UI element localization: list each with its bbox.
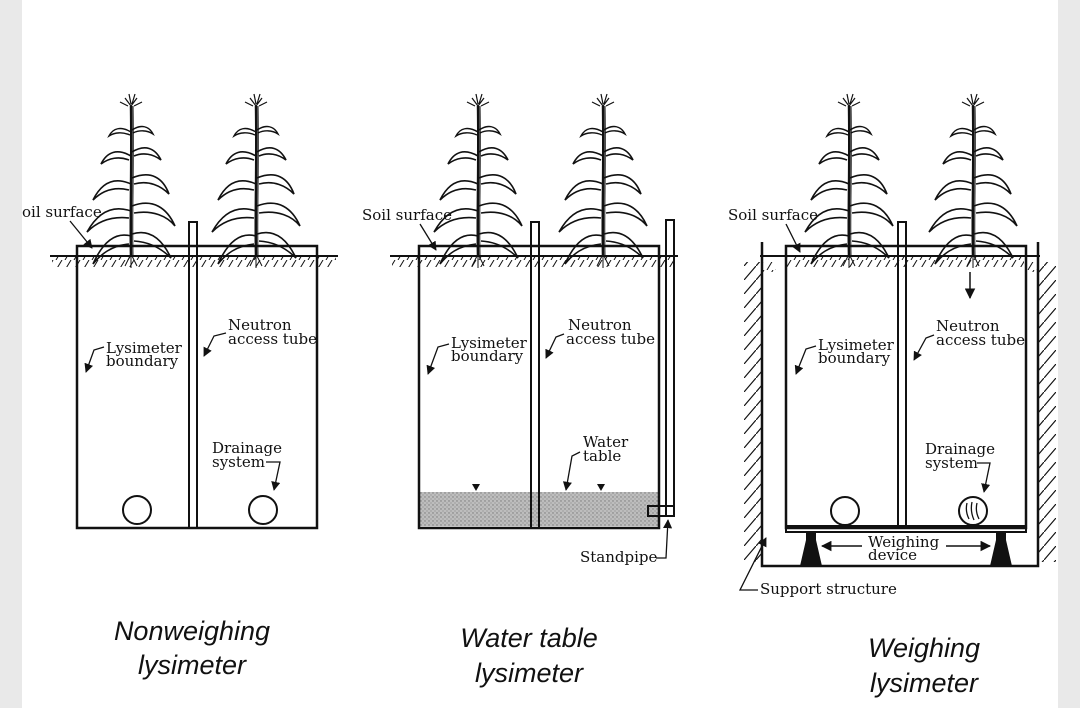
drainage-label-line1: Drainage [925,440,995,458]
lysimeter-boundary-label-line1: Lysimeter [451,334,528,352]
drainage-label-line2: system [925,454,978,472]
water-table-caption-line1: Water table [460,623,598,653]
soil-surface-label: Soil surface [728,206,818,224]
standpipe-label: Standpipe [580,548,658,566]
neutron-tube-label-line2: access tube [228,330,317,348]
lysimeter-boundary-label-line2: boundary [818,349,891,367]
drainage-pipe-icon [122,495,152,525]
nonweighing-caption-line2: lysimeter [138,650,247,680]
lysimeter-boundary-label-line1: Lysimeter [818,336,895,354]
water-table-label-line2: table [583,447,621,465]
neutron-tube-label-line1: Neutron [228,316,292,334]
soil-surface-label: Soil surface [362,206,452,224]
neutron-tube-label-line2: access tube [936,331,1025,349]
neutron-tube-label-line1: Neutron [936,317,1000,335]
corn-plant-icon [432,92,524,270]
weighing-panel: Soil surface Lysimeter boundary Neutron … [728,92,1056,698]
drainage-label-line2: system [212,453,265,471]
diagram-canvas: oil surface Lysimeter boundary Neutron a… [22,0,1058,708]
water-table-panel: Soil surface Lysimeter boundary Neutron … [362,92,678,688]
corn-plant-icon [803,92,895,270]
corn-plant-icon [210,92,302,270]
corn-plant-icon [557,92,649,270]
weighing-caption-line2: lysimeter [870,668,979,698]
weighing-device-label-line2: device [868,546,917,564]
drainage-pipe-icon [830,496,860,526]
drainage-label-line1: Drainage [212,439,282,457]
nonweighing-panel: oil surface Lysimeter boundary Neutron a… [22,92,338,680]
neutron-access-tube [188,221,198,529]
load-cell-icon [990,540,1012,566]
lysimeter-boundary-label-line1: Lysimeter [106,339,183,357]
support-structure [760,242,1040,568]
lysimeter-diagram: oil surface Lysimeter boundary Neutron a… [22,92,1056,698]
soil-surface-label: oil surface [22,203,102,221]
neutron-tube-label-line2: access tube [566,330,655,348]
neutron-tube-label-line1: Neutron [568,316,632,334]
lysimeter-boundary-label-line2: boundary [451,347,524,365]
load-cell-icon [800,540,822,566]
water-table-label-line1: Water [583,433,629,451]
drainage-pipe-icon [958,496,988,526]
weighing-device-label-line1: Weighing [868,533,940,551]
corn-plant-icon [85,92,177,270]
water-table-caption-line2: lysimeter [475,658,584,688]
weighing-caption-line1: Weighing [868,633,980,663]
lysimeter-boundary-label-line2: boundary [106,352,179,370]
support-structure-label: Support structure [760,580,897,598]
drainage-pipe-icon [248,495,278,525]
nonweighing-caption-line1: Nonweighing [114,616,270,646]
neutron-access-tube [897,221,907,529]
neutron-access-tube [530,221,540,529]
corn-plant-icon [927,92,1019,270]
